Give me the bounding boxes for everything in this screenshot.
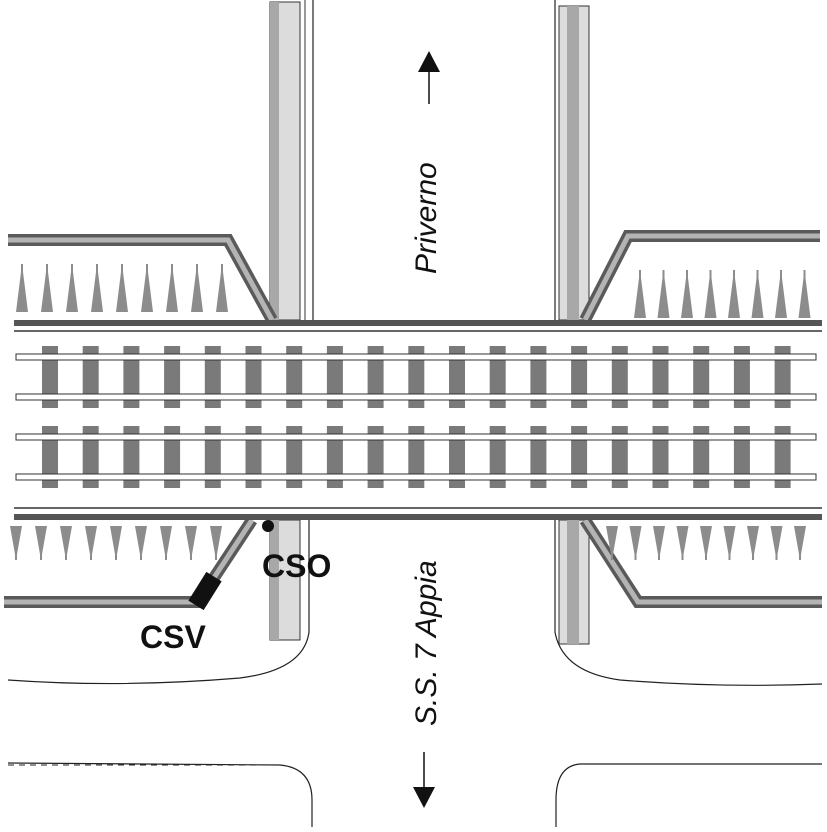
arrow-up-icon bbox=[418, 51, 440, 104]
road-label-south: S.S. 7 Appia bbox=[410, 560, 443, 726]
sleeper bbox=[123, 346, 140, 408]
sleeper bbox=[164, 426, 181, 488]
spike-row-south-east bbox=[606, 526, 806, 560]
sleeper bbox=[693, 426, 710, 488]
barrier-north-west bbox=[8, 234, 278, 323]
sleeper bbox=[611, 346, 628, 408]
sleeper bbox=[367, 426, 384, 488]
cso-sensor-icon bbox=[262, 520, 274, 532]
device-label-csv: CSV bbox=[140, 619, 206, 655]
pole-west bbox=[269, 0, 306, 641]
sleeper bbox=[42, 426, 58, 488]
sleeper bbox=[449, 426, 465, 488]
sleeper bbox=[204, 346, 221, 408]
sleeper bbox=[733, 346, 750, 408]
sleeper bbox=[286, 346, 303, 408]
rail bbox=[15, 473, 817, 481]
sleeper bbox=[693, 346, 710, 408]
sleeper bbox=[733, 426, 750, 488]
road-edges bbox=[7, 0, 823, 827]
sleeper bbox=[652, 346, 669, 408]
rail bbox=[15, 393, 817, 401]
sleeper bbox=[326, 426, 343, 488]
lane-dashes bbox=[8, 763, 822, 766]
sleeper bbox=[774, 426, 791, 488]
sleeper bbox=[774, 346, 791, 408]
pole-east bbox=[558, 5, 590, 645]
rail bbox=[15, 353, 817, 361]
sleeper bbox=[326, 346, 343, 408]
spike-row-north-west bbox=[16, 264, 228, 312]
sleeper bbox=[530, 346, 547, 408]
sleeper bbox=[286, 426, 303, 488]
sleeper bbox=[489, 426, 506, 488]
sleeper bbox=[42, 346, 58, 408]
sleeper bbox=[571, 346, 588, 408]
sleeper bbox=[652, 426, 669, 488]
rail bbox=[15, 433, 817, 441]
sleeper bbox=[489, 346, 506, 408]
sleeper bbox=[82, 346, 99, 408]
arrow-down-icon bbox=[413, 752, 435, 808]
sleeper bbox=[367, 346, 384, 408]
sleeper bbox=[530, 426, 547, 488]
railway-track-2 bbox=[15, 426, 817, 488]
sleeper bbox=[164, 346, 181, 408]
spike-row-north-east bbox=[634, 270, 811, 318]
sleeper bbox=[82, 426, 99, 488]
sleeper bbox=[204, 426, 221, 488]
sleeper bbox=[611, 426, 628, 488]
sleeper bbox=[123, 426, 140, 488]
sleeper bbox=[245, 346, 262, 408]
railway-track-1 bbox=[15, 346, 817, 408]
sleeper bbox=[571, 426, 588, 488]
csv-sensor-icon bbox=[188, 571, 222, 611]
sleeper bbox=[245, 426, 262, 488]
barrier-south-east bbox=[579, 516, 822, 608]
road-label-north: Priverno bbox=[410, 162, 443, 274]
device-label-cso: CSO bbox=[262, 548, 331, 584]
spike-row-south-west bbox=[10, 526, 222, 560]
sleeper bbox=[408, 346, 425, 408]
sleeper bbox=[408, 426, 425, 488]
sleeper bbox=[449, 346, 465, 408]
barrier-north-east bbox=[579, 230, 820, 323]
